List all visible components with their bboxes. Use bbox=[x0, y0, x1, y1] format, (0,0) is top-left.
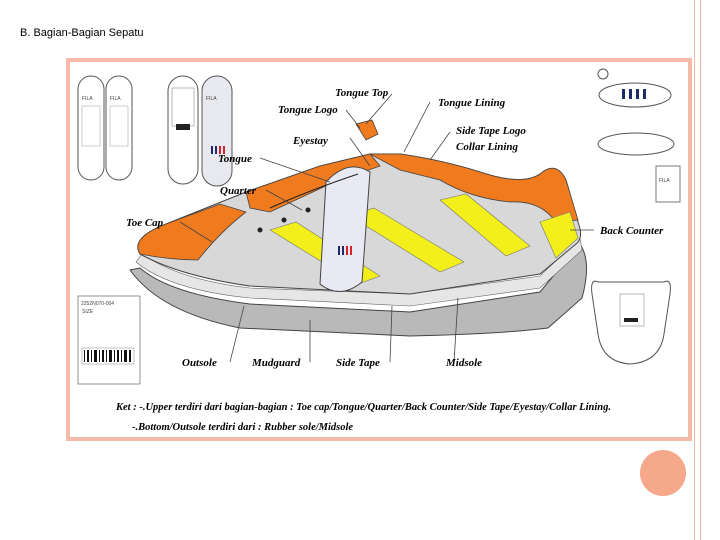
fila-text-2: FILA bbox=[110, 96, 121, 102]
fila-text-1: FILA bbox=[82, 96, 93, 102]
shoe-illustration bbox=[129, 119, 587, 337]
slide-title: B. Bagian-Bagian Sepatu bbox=[20, 27, 144, 39]
fila-text-4: FILA bbox=[659, 178, 670, 184]
insole-sketch bbox=[591, 280, 671, 365]
label-toe-cap: Toe Cap bbox=[126, 217, 164, 229]
label-mudguard: Mudguard bbox=[251, 357, 301, 369]
label-tongue-top: Tongue Top bbox=[335, 87, 389, 99]
label-collar-lining: Collar Lining bbox=[456, 141, 519, 153]
tongue-tab-sketch: FILA bbox=[597, 68, 681, 203]
key-line-1: Ket : -.Upper terdiri dari bagian-bagian… bbox=[115, 402, 611, 413]
label-tongue: Tongue bbox=[218, 153, 252, 165]
figure-canvas: FILA FILA FILA bbox=[70, 62, 688, 437]
label-quarter: Quarter bbox=[220, 185, 257, 197]
label-back-counter: Back Counter bbox=[599, 225, 664, 237]
label-pointers bbox=[179, 93, 594, 363]
label-tongue-lining: Tongue Lining bbox=[438, 97, 506, 109]
label-eyestay: Eyestay bbox=[292, 135, 328, 147]
size-text: SIZE bbox=[82, 309, 94, 315]
shoe-parts-figure: FILA FILA FILA bbox=[66, 58, 692, 441]
key-line-2: -.Bottom/Outsole terdiri dari : Rubber s… bbox=[132, 422, 353, 433]
label-midsole: Midsole bbox=[445, 357, 482, 369]
right-rail-line-2 bbox=[700, 0, 701, 540]
decorative-circle bbox=[640, 450, 686, 496]
right-rail-line-1 bbox=[694, 0, 695, 540]
label-side-tape-logo: Side Tape Logo bbox=[456, 125, 526, 137]
box-label-sketch: 2252N070-004 SIZE bbox=[77, 295, 141, 385]
label-tongue-logo: Tongue Logo bbox=[278, 104, 338, 116]
shoe-diagram: FILA FILA FILA bbox=[77, 68, 681, 433]
label-code: 2252N070-004 bbox=[81, 301, 114, 307]
label-outsole: Outsole bbox=[182, 357, 217, 369]
fila-text-3: FILA bbox=[206, 96, 217, 102]
label-side-tape: Side Tape bbox=[336, 357, 380, 369]
tongue-parts-sketch: FILA FILA FILA bbox=[77, 75, 233, 187]
